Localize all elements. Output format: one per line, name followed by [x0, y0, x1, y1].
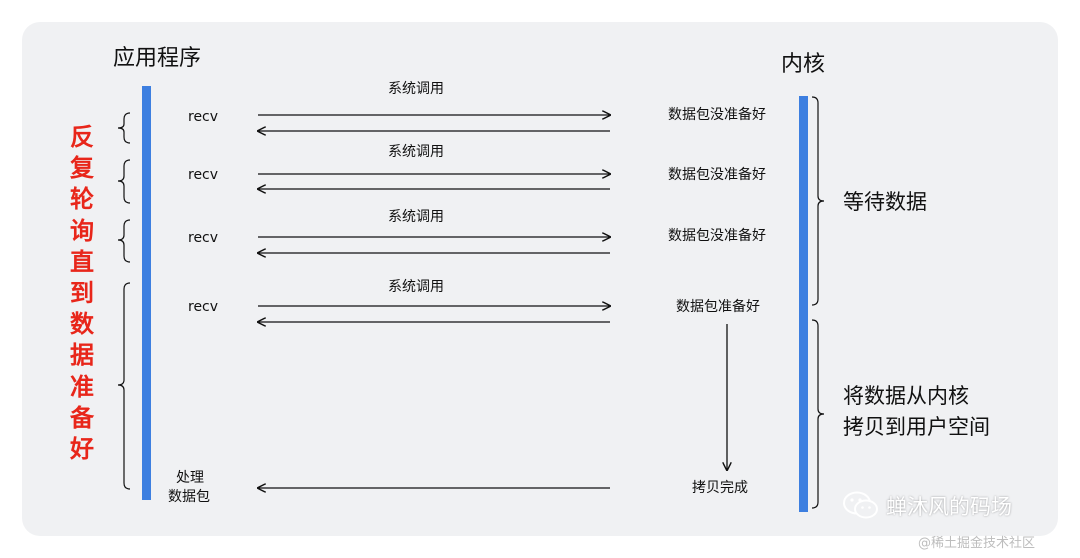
wechat-account-watermark: 蝉沐风的码场 [886, 495, 1012, 519]
brace-round-1 [117, 112, 131, 144]
kernel-status-3: 数据包没准备好 [668, 228, 766, 244]
phase-wait-label: 等待数据 [843, 190, 927, 214]
kernel-title: 内核 [781, 52, 826, 77]
brace-round-2 [117, 159, 131, 204]
kernel-status-1: 数据包没准备好 [668, 107, 766, 123]
phase-copy-label-line1: 将数据从内核 [843, 384, 969, 408]
brace-copy-phase [811, 319, 825, 509]
brace-round-4 [117, 282, 131, 490]
recv-label-2: recv [188, 167, 219, 183]
phase-copy-label-line2: 拷贝到用户空间 [843, 415, 990, 439]
recv-label-4: recv [188, 299, 219, 315]
copy-complete-label: 拷贝完成 [692, 480, 748, 496]
recv-label-1: recv [188, 109, 219, 125]
kernel-status-2: 数据包没准备好 [668, 167, 766, 183]
wechat-icon [843, 491, 878, 519]
syscall-label-3: 系统调用 [388, 209, 444, 225]
syscall-label-4: 系统调用 [388, 279, 444, 295]
process-label-line1: 处理 [176, 470, 204, 486]
process-label-line2: 数据包 [168, 489, 210, 505]
syscall-label-1: 系统调用 [388, 81, 444, 97]
app-title: 应用程序 [113, 46, 202, 71]
kernel-timeline-bar [799, 96, 808, 512]
footer-watermark: @稀土掘金技术社区 [918, 536, 1036, 551]
polling-note: 反复轮询直到数据准备好 [70, 123, 94, 464]
brace-wait-phase [811, 96, 825, 306]
recv-label-3: recv [188, 230, 219, 246]
kernel-status-4: 数据包准备好 [676, 299, 760, 315]
brace-round-3 [117, 219, 131, 263]
syscall-label-2: 系统调用 [388, 144, 444, 160]
app-timeline-bar [142, 86, 151, 500]
diagram-panel [22, 22, 1058, 536]
